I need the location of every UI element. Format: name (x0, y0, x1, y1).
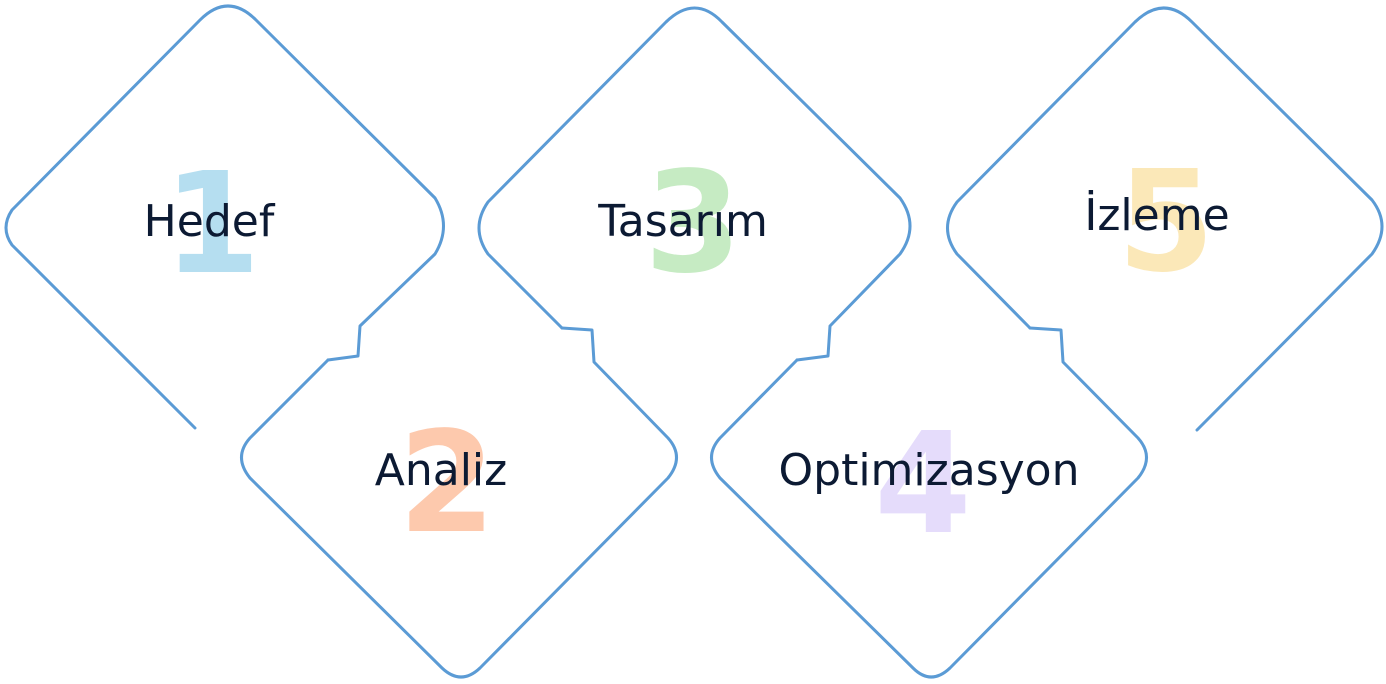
step-1: 1 Hedef (144, 143, 276, 306)
step-2: 2 Analiz (375, 402, 508, 565)
step-3-label: Tasarım (597, 196, 768, 247)
step-5-label: İzleme (1084, 189, 1229, 241)
step-3-diamond (477, 6, 912, 362)
step-2-number: 2 (398, 402, 495, 565)
step-4-number: 4 (874, 403, 971, 566)
step-2-label: Analiz (375, 445, 508, 496)
step-4-diamond (710, 326, 1148, 679)
step-2-diamond (240, 326, 678, 679)
step-3-number: 3 (644, 142, 741, 305)
step-1-diamond (4, 4, 445, 430)
step-5-diamond (946, 6, 1384, 432)
step-5-number: 5 (1117, 141, 1214, 304)
step-3: 3 Tasarım (597, 142, 768, 305)
step-1-label: Hedef (144, 196, 276, 247)
step-1-number: 1 (163, 143, 260, 306)
step-4-label: Optimizasyon (779, 445, 1080, 496)
step-4: 4 Optimizasyon (779, 403, 1080, 566)
step-5: 5 İzleme (1084, 141, 1229, 304)
